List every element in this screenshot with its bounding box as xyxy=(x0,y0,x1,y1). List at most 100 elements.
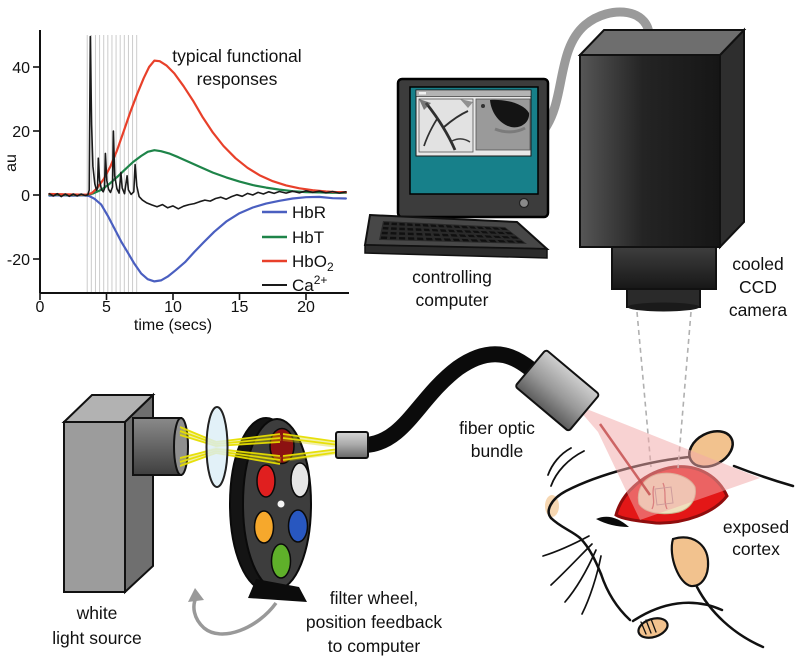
keyboard-key xyxy=(461,225,469,229)
keyboard-keys xyxy=(380,222,525,243)
keyboard-key xyxy=(399,227,405,231)
caption-camera-line3: camera xyxy=(729,300,788,320)
keyboard-key xyxy=(423,228,430,232)
keyboard-key xyxy=(493,235,502,239)
mouse-foreleg-line xyxy=(599,572,632,622)
keyboard-key xyxy=(415,228,422,231)
beam-ray xyxy=(282,433,340,443)
light-beam xyxy=(178,406,340,488)
keyboard-key xyxy=(399,222,405,226)
chart-title-line2: responses xyxy=(197,69,278,89)
whisker xyxy=(542,535,590,557)
mouse-shoulder-patch xyxy=(670,536,710,588)
keyboard-key xyxy=(407,232,414,236)
keyboard-key xyxy=(445,225,453,228)
x-axis-label: time (secs) xyxy=(134,317,212,334)
wheel-hub xyxy=(277,500,285,508)
keyboard-key xyxy=(461,238,470,242)
series-ca xyxy=(48,35,347,210)
filter-green xyxy=(270,543,292,579)
keyboard-key xyxy=(389,236,397,240)
chart-legend: HbR HbT HbO2 Ca2+ xyxy=(262,203,334,295)
keyboard-key xyxy=(492,227,500,230)
keyboard-key xyxy=(467,234,475,238)
keyboard-key xyxy=(438,224,445,228)
caption-computer-line2: computer xyxy=(416,290,489,310)
keyboard-key xyxy=(450,234,458,237)
keyboard-key xyxy=(380,236,388,240)
x-tick-label: 20 xyxy=(297,299,315,316)
series-hbr xyxy=(48,194,347,283)
keyboard-key xyxy=(407,228,414,231)
x-tick-label: 5 xyxy=(102,299,111,316)
keyboard-key xyxy=(414,223,421,227)
condenser-lens xyxy=(205,406,229,488)
window-titlebar xyxy=(415,89,532,97)
keyboard-key xyxy=(416,232,423,236)
x-tick-label: 10 xyxy=(164,299,182,316)
y-tick-label: -20 xyxy=(7,252,30,269)
monitor-camera-cable xyxy=(539,7,654,135)
functional-responses-chart: 40 20 0 -20 0 5 10 15 20 au time (secs) … xyxy=(3,30,349,334)
monitor-power-button xyxy=(518,197,530,209)
keyboard-key xyxy=(399,237,406,240)
caption-camera-line2: CCD xyxy=(739,277,777,297)
beam-ray xyxy=(282,451,340,461)
caption-fiber-line1: fiber optic xyxy=(459,418,535,438)
keyboard-key xyxy=(497,240,506,243)
caption-computer-line1: controlling xyxy=(412,267,492,287)
mouse-belly-line xyxy=(631,601,724,623)
y-tick-label: 40 xyxy=(12,60,30,77)
white-light-source xyxy=(61,392,189,595)
beam-ray xyxy=(282,448,340,457)
caption-cortex-line1: exposed xyxy=(723,517,789,537)
legend-label-ca: Ca2+ xyxy=(292,273,327,295)
filter-wheel xyxy=(188,417,312,636)
chart-title-line1: typical functional xyxy=(172,46,301,66)
filter-white xyxy=(290,462,310,498)
mouse-jaw-outline xyxy=(549,516,603,576)
caption-camera-line1: cooled xyxy=(732,254,784,274)
keyboard-key xyxy=(448,229,455,233)
keyboard-key xyxy=(484,235,493,238)
keyboard-key xyxy=(510,236,519,239)
lightbox-front-face xyxy=(63,421,126,593)
beam-underlay xyxy=(282,448,340,462)
rotation-arrow xyxy=(192,595,278,636)
camera-top-face xyxy=(577,29,747,56)
keyboard-key xyxy=(505,232,514,235)
keyboard-key xyxy=(476,226,485,230)
fiber-optic-bundle xyxy=(335,346,600,459)
illumination-cone xyxy=(574,404,760,520)
keyboard-key xyxy=(472,230,480,234)
caption-wheel-line2: position feedback xyxy=(306,612,442,632)
keyboard-key xyxy=(443,238,451,241)
camera-lens-opening xyxy=(627,302,700,312)
filter-orange xyxy=(253,510,275,544)
y-tick-label: 20 xyxy=(12,124,30,141)
keyboard-key xyxy=(515,240,525,243)
fiber-output-coupler xyxy=(515,349,600,432)
keyboard-edge xyxy=(364,244,548,259)
cortex-image xyxy=(475,98,531,151)
keyboard-keywell xyxy=(379,221,527,244)
caption-wheel-line3: to computer xyxy=(328,636,421,656)
whisker xyxy=(550,543,593,586)
keyboard-key xyxy=(464,230,472,233)
keyboard-key xyxy=(417,237,424,241)
caption-light-line2: light source xyxy=(52,628,142,648)
optical-path-dashed xyxy=(677,311,692,469)
paw-fingers xyxy=(640,618,657,635)
keyboard-key xyxy=(453,225,461,229)
ccd-camera xyxy=(577,27,747,312)
caption-wheel-line1: filter wheel, xyxy=(330,588,419,608)
keyboard-key xyxy=(422,224,429,227)
keyboard-key xyxy=(499,227,508,231)
captions: controlling computer cooled CCD camera f… xyxy=(52,254,789,656)
keyboard-key xyxy=(381,231,388,235)
mouse-back-line xyxy=(732,464,795,488)
keyboard-key xyxy=(391,222,397,226)
keyboard-key xyxy=(433,233,441,237)
